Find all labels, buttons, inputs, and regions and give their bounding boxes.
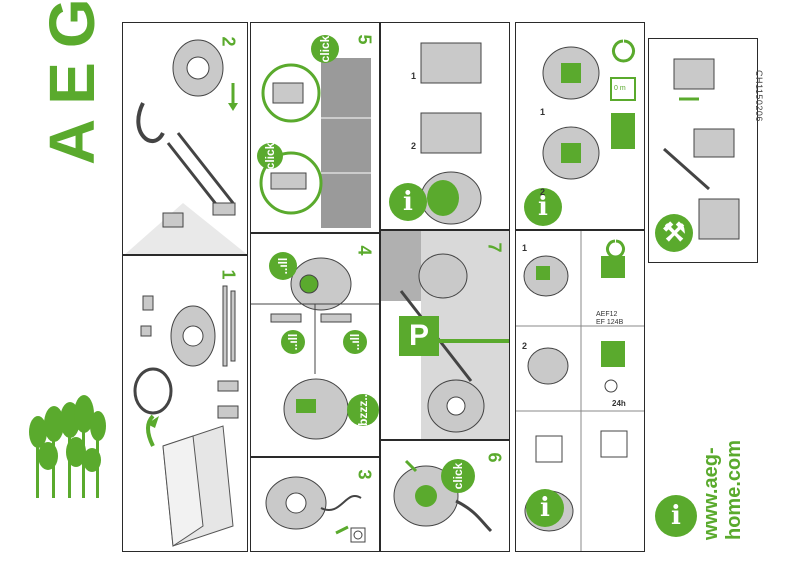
panel-nozzle-clean: ⚒	[648, 38, 758, 263]
info-icon-2: i	[524, 188, 562, 226]
step-number-7: 7	[484, 242, 505, 253]
document-id: CH1150206	[754, 70, 764, 122]
park-sign: P	[399, 316, 439, 356]
panel-step-7: P 7	[380, 230, 510, 440]
step-number-3: 3	[354, 469, 375, 480]
panel-step-2: 2	[122, 22, 248, 255]
signal-bubble-b: ..ıll	[281, 330, 305, 354]
panel-step-5: click click 5	[250, 22, 380, 233]
panel-step-3: 3	[250, 457, 380, 552]
tree-icon	[29, 395, 106, 498]
signal-bubble-a: ..ıll	[269, 252, 297, 280]
drying-time: 24h	[612, 399, 626, 408]
step-number-1: 1	[218, 269, 239, 280]
website-url[interactable]: www.aeg-home.com	[700, 439, 745, 540]
sub-step-4: 2	[540, 187, 546, 197]
info-icon-3: i	[526, 489, 564, 527]
wrench-icon: ⚒	[655, 214, 693, 252]
sub-step-5: 1	[522, 243, 528, 253]
panel-filter-clean: AEF12 EF 124B 24h 1 2 i	[515, 230, 645, 552]
info-icon: i	[389, 183, 427, 221]
step-number-5: 5	[354, 34, 375, 45]
step-number-4: 4	[354, 245, 375, 256]
panel-step-4: ..ıll ..ıll ..ıll bzzz.. 4	[250, 233, 380, 457]
sub-step-6: 2	[522, 341, 528, 351]
info-icon-4: i	[655, 495, 697, 537]
aeg-logo: AEG	[36, 0, 108, 165]
panel-filter-top: i 1 2 0 m	[515, 22, 645, 230]
accessory-name: EF 124B	[596, 319, 624, 326]
step-number-2: 2	[218, 36, 239, 47]
bzzz-bubble: bzzz..	[347, 394, 379, 426]
panel-dustbag: i 1 2	[380, 22, 510, 230]
sub-step-2: 2	[411, 141, 417, 151]
click-bubble-a: click	[311, 35, 339, 63]
click-bubble-c: click	[441, 459, 475, 493]
accessory-code: AEF12	[596, 311, 618, 318]
model-mark: 0 m	[614, 85, 626, 92]
panel-step-6: click 6	[380, 440, 510, 552]
sub-step-1: 1	[411, 71, 417, 81]
sub-step-3: 1	[540, 107, 546, 117]
step-number-6: 6	[484, 452, 505, 463]
click-bubble-b: click	[257, 143, 283, 169]
signal-bubble-c: ..ıll	[343, 330, 367, 354]
panel-step-1: 1	[122, 255, 248, 552]
